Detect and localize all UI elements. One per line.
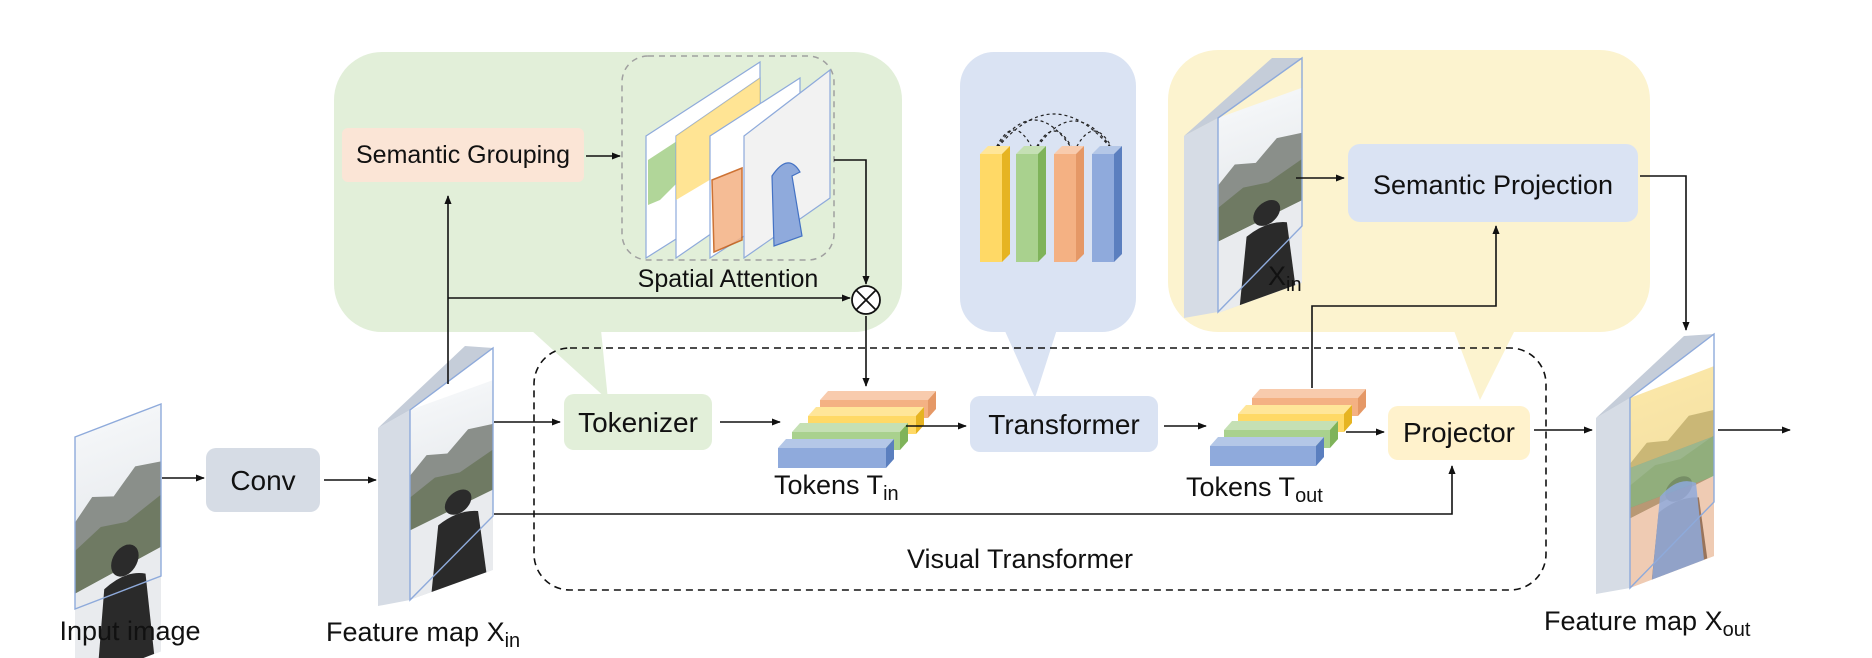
- conv-label: Conv: [230, 465, 295, 496]
- feature-map-out-label: Feature map Xout: [1544, 606, 1751, 641]
- otimes-operator-icon: [851, 285, 881, 315]
- tokens-out-label: Tokens Tout: [1186, 472, 1323, 507]
- projector-box: [1388, 406, 1530, 460]
- tokens-in-label: Tokens Tin: [774, 470, 899, 505]
- projector-label: Projector: [1403, 417, 1515, 448]
- tokens-in-stack: [778, 391, 936, 468]
- visual-transformer-frame: [533, 347, 1547, 591]
- spatial-attention-label: Spatial Attention: [638, 265, 819, 293]
- semantic-grouping-label: Semantic Grouping: [356, 141, 570, 169]
- tokens-out-stack: [1210, 389, 1366, 466]
- conv-box: [206, 448, 320, 512]
- semantic-grouping-box: [342, 128, 584, 182]
- semantic-projection-box: [1348, 144, 1638, 222]
- xin-slab-projector-detail: [1184, 56, 1303, 318]
- visual-transformer-label: Visual Transformer: [907, 544, 1133, 574]
- semantic-projection-label: Semantic Projection: [1373, 170, 1613, 200]
- spatial-attention-maps: [621, 55, 835, 261]
- feature-map-in-label: Feature map Xin: [326, 617, 520, 652]
- input-image-label: Input image: [59, 616, 200, 646]
- feature-map-out-slab: [1596, 332, 1715, 594]
- xin-label: Xin: [1268, 261, 1302, 296]
- transformer-token-columns: [980, 113, 1122, 262]
- transformer-label: Transformer: [988, 409, 1139, 440]
- input-image-thumbnail: [74, 402, 162, 658]
- flow-arrows: [162, 152, 1791, 515]
- tokenizer-label: Tokenizer: [578, 407, 698, 438]
- transformer-box: [970, 396, 1158, 452]
- tokenizer-box: [564, 394, 712, 450]
- feature-map-in-slab: [378, 346, 494, 606]
